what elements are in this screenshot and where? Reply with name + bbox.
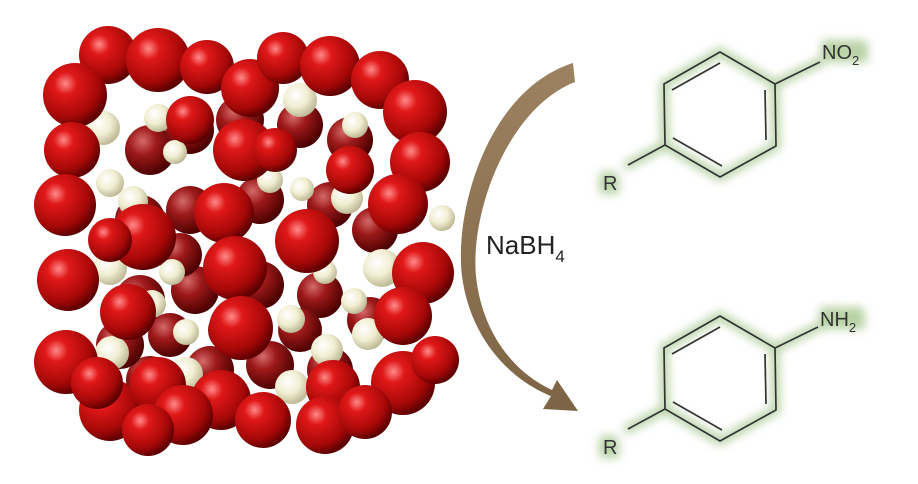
oxygen-atom <box>275 209 339 273</box>
silicon-atom <box>283 83 317 117</box>
silicon-atom <box>429 205 455 231</box>
reactant-bonds <box>627 51 821 178</box>
oxygen-atom <box>203 236 267 300</box>
oxygen-atom <box>411 336 459 384</box>
oxygen-atom <box>297 272 343 318</box>
oxygen-atom <box>368 174 428 234</box>
oxygen-atom <box>235 392 291 448</box>
silicon-atom <box>163 140 187 164</box>
silicon-atom <box>173 319 199 345</box>
svg-text:R: R <box>602 173 616 195</box>
reagent-label: NaBH4 <box>486 230 565 266</box>
oxygen-atom <box>166 96 214 144</box>
oxygen-atom <box>122 404 174 456</box>
oxygen-atom <box>209 296 273 360</box>
silicon-atom <box>363 249 401 287</box>
product-substituent: R <box>603 437 617 459</box>
zeolite-cage-icon <box>34 26 459 456</box>
oxygen-atom <box>44 122 100 178</box>
oxygen-atom <box>300 36 360 96</box>
reactant-glow: NO2 R <box>598 37 870 200</box>
nitroarene-structure-icon: NO2 R NO2 R <box>598 37 870 200</box>
reagent-subscript: 4 <box>555 247 564 266</box>
aniline-structure-icon: NH2 R NH2 R <box>598 304 867 464</box>
silicon-atom <box>96 169 124 197</box>
silicon-atom <box>290 177 314 201</box>
silicon-atom <box>144 104 172 132</box>
silicon-atom <box>341 288 367 314</box>
oxygen-atom <box>257 32 309 84</box>
silicon-atom <box>342 112 368 138</box>
product-group: NH2 <box>820 309 856 335</box>
reactant-group: NO2 <box>822 42 859 68</box>
svg-text:NH2: NH2 <box>822 308 862 330</box>
oxygen-atom <box>253 128 297 172</box>
oxygen-atom <box>43 63 107 127</box>
oxygen-atom <box>100 284 156 340</box>
arrow-body <box>460 63 578 411</box>
oxygen-atom <box>125 125 175 175</box>
oxygen-atom <box>88 218 132 262</box>
oxygen-atom <box>194 183 254 243</box>
svg-text:R: R <box>602 437 616 459</box>
oxygen-atom <box>338 385 392 439</box>
oxygen-atom <box>180 40 234 94</box>
oxygen-atom <box>34 174 96 236</box>
curved-arrow-icon <box>460 63 578 411</box>
silicon-atom <box>311 334 343 366</box>
silicon-atom <box>275 370 309 404</box>
oxygen-atom <box>374 287 432 345</box>
oxygen-atom <box>71 357 123 409</box>
oxygen-atom <box>126 28 190 92</box>
reagent-base: NaBH <box>486 230 555 260</box>
oxygen-atom <box>383 80 447 144</box>
svg-text:NO2: NO2 <box>824 41 865 63</box>
product-bonds <box>627 315 819 442</box>
oxygen-atom <box>326 146 374 194</box>
oxygen-atom <box>37 249 99 311</box>
silicon-atom <box>277 305 305 333</box>
reactant-substituent: R <box>603 173 617 195</box>
silicon-atom <box>159 259 185 285</box>
